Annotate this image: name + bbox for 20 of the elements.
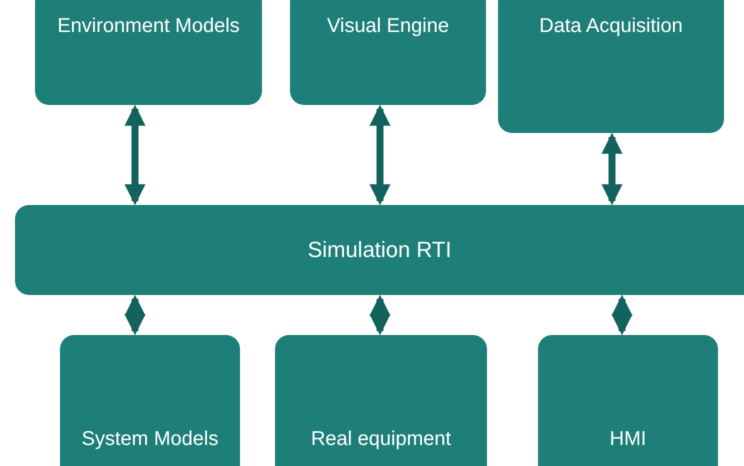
module-box (60, 335, 240, 466)
module-box (290, 0, 486, 105)
double-arrow (602, 132, 622, 206)
box-label: Visual Engine (327, 14, 449, 39)
module-box (275, 335, 487, 466)
double-arrow (124, 104, 146, 206)
double-arrow (612, 294, 632, 336)
box-label: Simulation RTI (308, 236, 452, 264)
double-arrow (370, 294, 390, 336)
double-arrow (370, 104, 390, 206)
box-label: System Models (82, 427, 218, 452)
module-box (35, 0, 262, 105)
box-label: HMI (610, 427, 646, 452)
module-box (498, 0, 724, 133)
box-label: Data Acquisition (539, 14, 683, 39)
bus-band (15, 205, 744, 295)
box-label: Environment Models (57, 14, 240, 39)
module-box (538, 335, 718, 466)
double-arrow (124, 294, 146, 336)
box-label: Real equipment (310, 427, 452, 452)
